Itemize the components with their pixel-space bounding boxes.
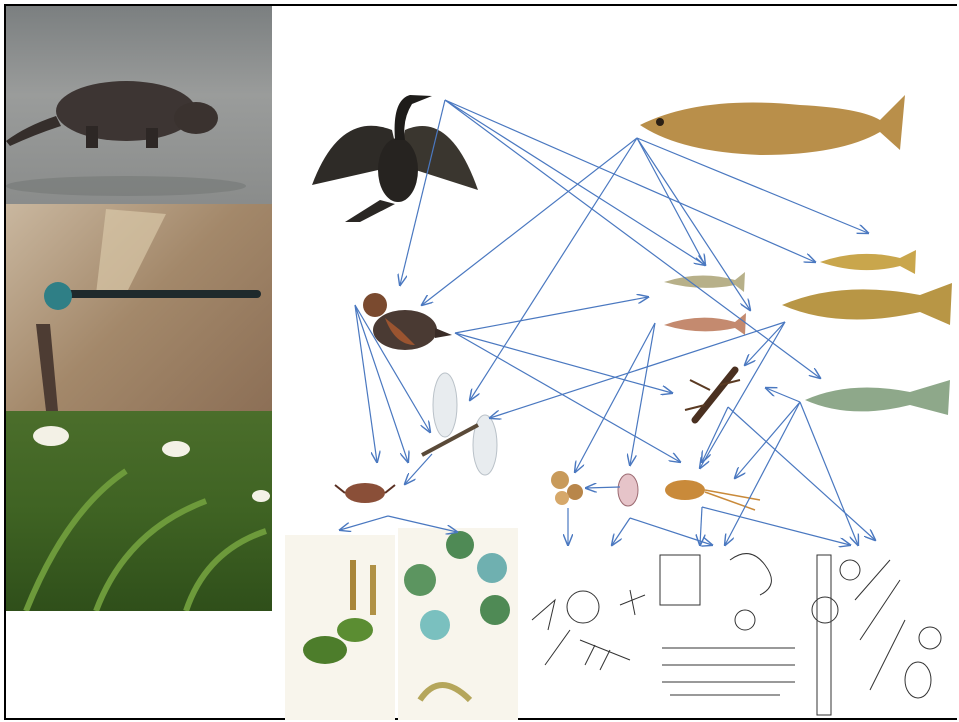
- leaf-plate-icon: [398, 528, 518, 720]
- dragonfly-drawing-icon: [422, 373, 497, 475]
- arrow: [405, 454, 432, 484]
- arrow: [725, 402, 800, 545]
- arrow: [575, 323, 655, 472]
- minnow-a-icon: [664, 272, 745, 292]
- protozoa-icon: [551, 471, 583, 505]
- brown-trout-large-icon: [640, 95, 905, 155]
- green-algae-chains-icon: [812, 555, 941, 715]
- diatoms-icon: [532, 590, 645, 670]
- zooplankton-icon: [618, 474, 638, 506]
- arrow: [637, 138, 705, 265]
- arrow: [340, 516, 388, 530]
- arrow: [490, 322, 785, 418]
- brown-trout-icon: [782, 283, 952, 325]
- arrow: [728, 407, 875, 540]
- arrow: [630, 323, 655, 465]
- algae-filaments-icon: [660, 554, 795, 695]
- arrow: [700, 507, 702, 545]
- arrow: [800, 402, 858, 545]
- arrow: [735, 402, 800, 478]
- beetle-icon: [335, 483, 395, 503]
- trout-juvenile-icon: [820, 250, 916, 274]
- arrow: [455, 297, 648, 333]
- cormorant-icon: [312, 95, 478, 222]
- minnow-b-icon: [664, 313, 746, 335]
- arrow: [586, 487, 620, 488]
- arrow: [612, 518, 630, 545]
- arrow: [766, 388, 800, 402]
- bullhead-fish-icon: [805, 380, 950, 415]
- arrow: [455, 333, 672, 393]
- arrow: [702, 507, 850, 545]
- alder-plate-icon: [285, 535, 395, 720]
- arrow: [702, 407, 728, 462]
